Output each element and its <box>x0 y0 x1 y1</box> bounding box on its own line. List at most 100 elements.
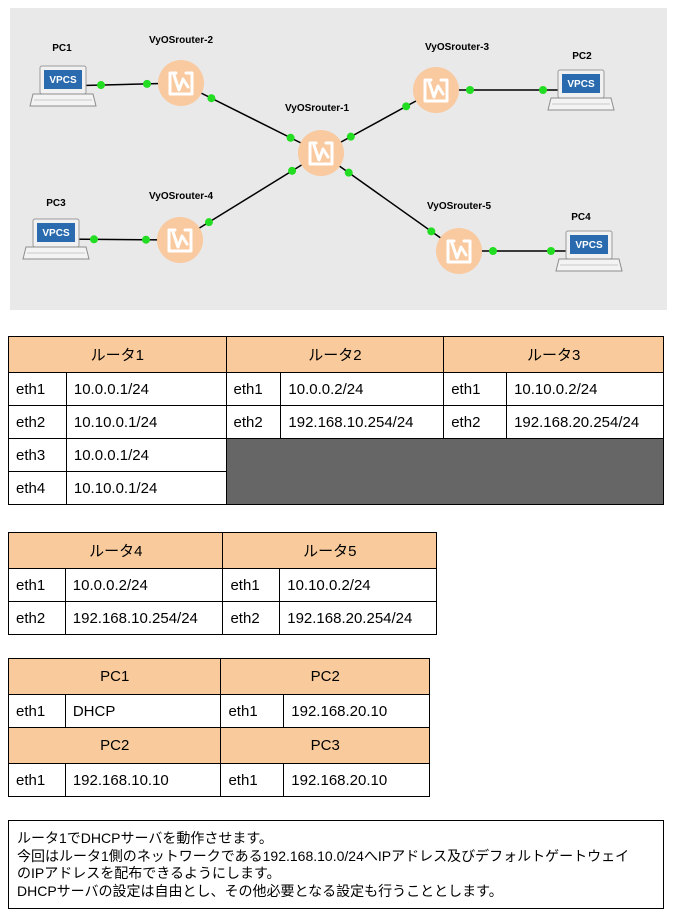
table-row: eth2 192.168.10.254/24 eth2 192.168.20.2… <box>8 601 437 635</box>
vpcs-screen-label: VPCS <box>42 228 70 239</box>
link-status-dot <box>286 133 295 142</box>
node-label-pc2: PC2 <box>572 51 592 62</box>
table-row: eth1 10.0.0.1/24 eth1 10.0.0.2/24 eth1 1… <box>8 372 664 406</box>
vpcs-icon[interactable]: VPCS <box>29 65 97 107</box>
router5-header: ルータ5 <box>222 532 437 569</box>
vpcs-icon[interactable]: VPCS <box>22 218 90 260</box>
table-cell: eth1 <box>220 763 285 797</box>
note-line: ルータ1でDHCPサーバを動作させます。 <box>17 830 273 846</box>
vyos-router-icon[interactable] <box>434 226 484 276</box>
table-cell: eth2 <box>222 601 281 635</box>
router3-header: ルータ3 <box>443 336 664 373</box>
table-cell: eth1 <box>222 568 281 602</box>
table-row: eth2 10.10.0.1/24 eth2 192.168.10.254/24… <box>8 405 664 439</box>
table-row: eth1 10.0.0.2/24 eth1 10.10.0.2/24 <box>8 568 437 602</box>
node-label-r4: VyOSrouter-4 <box>149 191 214 202</box>
table-cell: 192.168.20.254/24 <box>279 601 437 635</box>
table-cell: 10.10.0.2/24 <box>279 568 437 602</box>
link-status-dot <box>96 81 105 90</box>
node-label-r3: VyOSrouter-3 <box>425 42 490 53</box>
table-row: eth3 10.0.0.1/24 <box>8 438 664 505</box>
link-status-dot <box>539 86 547 94</box>
table-cell: eth1 <box>8 372 67 406</box>
table-cell: 10.0.0.2/24 <box>64 568 224 602</box>
vyos-router-icon[interactable] <box>296 128 346 178</box>
table-cell: eth1 <box>443 372 508 406</box>
node-label-r1: VyOSrouter-1 <box>285 103 350 114</box>
table-cell: 10.10.0.1/24 <box>65 405 227 439</box>
table-cell: eth2 <box>225 405 282 439</box>
table-cell: 192.168.20.10 <box>283 694 430 728</box>
table-row: eth1 192.168.10.10 eth1 192.168.20.10 <box>8 763 430 797</box>
table-cell: 10.0.0.1/24 <box>65 372 227 406</box>
link-r2-r1 <box>180 82 322 154</box>
node-label-pc4: PC4 <box>571 212 591 223</box>
pc1-header: PC1 <box>7 658 222 695</box>
router2-header: ルータ2 <box>225 336 445 373</box>
link-r4-r1 <box>179 152 322 241</box>
link-status-dot <box>402 102 411 111</box>
table-cell: 192.168.10.10 <box>64 763 222 797</box>
table-cell: DHCP <box>64 694 222 728</box>
table-cell: eth1 <box>220 694 285 728</box>
table-cell: eth4 <box>8 471 67 505</box>
table-cell: eth1 <box>8 694 66 728</box>
pc2-header-second: PC2 <box>7 727 222 764</box>
link-status-dot <box>288 166 297 175</box>
vpcs-icon[interactable]: VPCS <box>547 69 615 111</box>
node-label-r2: VyOSrouter-2 <box>149 35 214 46</box>
link-status-dot <box>547 247 555 255</box>
table-cell: 10.10.0.2/24 <box>506 372 664 406</box>
vpcs-screen-label: VPCS <box>49 75 77 86</box>
link-status-dot <box>142 235 151 244</box>
pc-table: PC1 PC2 eth1 DHCP eth1 192.168.20.10 PC2… <box>7 658 430 797</box>
link-status-dot <box>207 94 216 103</box>
table-cell: eth2 <box>443 405 508 439</box>
table-cell: 10.0.0.2/24 <box>280 372 445 406</box>
link-status-dot <box>143 79 152 88</box>
vyos-router-icon[interactable] <box>411 65 461 115</box>
node-label-pc3: PC3 <box>46 198 66 209</box>
pc2-header: PC2 <box>220 658 430 695</box>
table-cell: eth3 <box>8 438 67 472</box>
router-table-1: ルータ1 ルータ2 ルータ3 eth1 10.0.0.1/24 eth1 10.… <box>8 336 664 505</box>
table-cell: 10.0.0.1/24 <box>65 438 227 472</box>
table-cell: eth1 <box>225 372 282 406</box>
link-status-dot <box>89 235 98 244</box>
table-cell: 10.10.0.1/24 <box>65 471 227 505</box>
vpcs-screen-label: VPCS <box>567 79 595 90</box>
router-table-2: ルータ4 ルータ5 eth1 10.0.0.2/24 eth1 10.10.0.… <box>7 532 437 635</box>
note-line: のIPアドレスを配布できるようにします。 <box>17 865 281 881</box>
link-status-dot <box>427 227 436 236</box>
router1-header: ルータ1 <box>8 336 227 373</box>
table-row: eth4 10.10.0.1/24 <box>8 471 664 505</box>
node-label-r5: VyOSrouter-5 <box>427 201 492 212</box>
topology-canvas: VPCSPC1VPCSPC2VPCSPC3VPCSPC4VyOSrouter-1… <box>22 35 623 276</box>
note-line: 今回はルータ1側のネットワークである192.168.10.0/24へIPアドレス… <box>17 847 630 864</box>
link-status-dot <box>346 132 355 141</box>
vyos-router-icon[interactable] <box>155 215 205 265</box>
table-cell: 192.168.10.254/24 <box>64 601 224 635</box>
table-row: eth1 DHCP eth1 192.168.20.10 <box>8 694 430 728</box>
node-label-pc1: PC1 <box>52 43 72 54</box>
table-cell: eth1 <box>8 763 66 797</box>
link-status-dot <box>489 247 497 255</box>
link-status-dot <box>204 218 213 227</box>
link-status-dot <box>344 168 353 177</box>
table-cell: 192.168.10.254/24 <box>280 405 445 439</box>
vyos-router-icon[interactable] <box>156 58 206 108</box>
note-line: DHCPサーバの設定は自由とし、その他必要となる設定も行うこととします。 <box>17 882 503 899</box>
table-cell: 192.168.20.10 <box>283 763 430 797</box>
table-cell: eth2 <box>8 601 66 635</box>
link-status-dot <box>466 86 474 94</box>
link-r1-r5 <box>320 152 460 252</box>
table-cell: eth1 <box>8 568 66 602</box>
vpcs-screen-label: VPCS <box>575 240 603 251</box>
nodes-layer: VPCSPC1VPCSPC2VPCSPC3VPCSPC4VyOSrouter-1… <box>22 35 623 276</box>
task-description-box: ルータ1でDHCPサーバを動作させます。 今回はルータ1側のネットワークである1… <box>8 820 664 909</box>
vpcs-icon[interactable]: VPCS <box>555 230 623 272</box>
table-cell: eth2 <box>8 405 67 439</box>
pc3-header: PC3 <box>220 727 430 764</box>
empty-shaded-cell <box>225 438 664 505</box>
